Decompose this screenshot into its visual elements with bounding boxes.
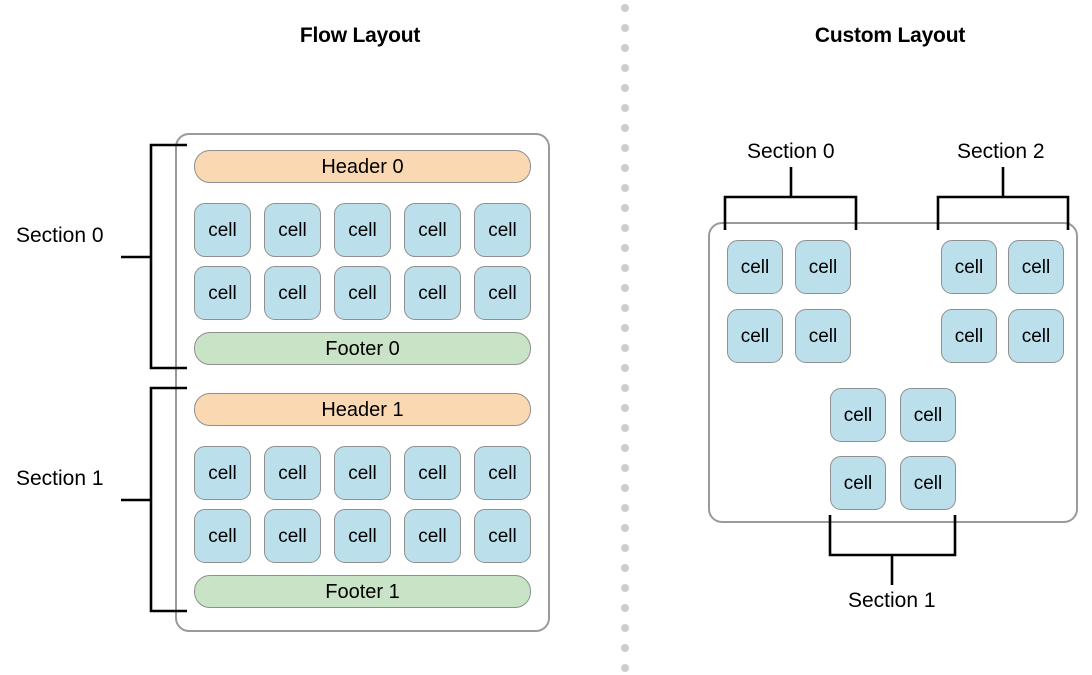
flow-s1-r0-c0: cell [194, 446, 251, 500]
flow-s0-r0-c4: cell [474, 203, 531, 257]
flow-s0-r0-c2: cell [334, 203, 391, 257]
divider-dot [621, 304, 629, 312]
divider-dot [621, 224, 629, 232]
divider-dot [621, 564, 629, 572]
divider-dot [621, 664, 629, 672]
custom-s0-r0-c0: cell [727, 240, 783, 294]
flow-s1-r1-c4: cell [474, 509, 531, 563]
divider-dot [621, 364, 629, 372]
custom-section-1-label: Section 1 [848, 589, 936, 612]
divider-dot [621, 444, 629, 452]
custom-layout-title: Custom Layout [814, 24, 966, 47]
divider-dot [621, 184, 629, 192]
custom-s0-r1-c1: cell [795, 309, 851, 363]
divider-dot [621, 24, 629, 32]
divider-dot [621, 4, 629, 12]
divider-dot [621, 44, 629, 52]
custom-s1-r1-c0: cell [830, 456, 886, 510]
custom-s2-r1-c1: cell [1008, 309, 1064, 363]
flow-s0-r0-c0: cell [194, 203, 251, 257]
divider-dot [621, 644, 629, 652]
custom-section-2-label: Section 2 [957, 140, 1045, 163]
divider-dot [621, 504, 629, 512]
flow-s1-r1-c3: cell [404, 509, 461, 563]
custom-s1-r1-c1: cell [900, 456, 956, 510]
flow-s0-r0-c1: cell [264, 203, 321, 257]
flow-s0-r0-c3: cell [404, 203, 461, 257]
flow-s1-r1-c1: cell [264, 509, 321, 563]
custom-s0-r1-c0: cell [727, 309, 783, 363]
flow-layout-title: Flow Layout [299, 24, 421, 47]
divider-dot [621, 244, 629, 252]
custom-s2-r0-c1: cell [1008, 240, 1064, 294]
custom-section-0-label: Section 0 [747, 140, 835, 163]
divider-dot [621, 404, 629, 412]
divider-dot [621, 64, 629, 72]
divider-dot [621, 464, 629, 472]
custom-s2-r1-c0: cell [941, 309, 997, 363]
custom-s0-r0-c1: cell [795, 240, 851, 294]
divider-dot [621, 284, 629, 292]
divider-dot [621, 544, 629, 552]
divider-dot [621, 584, 629, 592]
flow-section-1-footer: Footer 1 [194, 575, 531, 608]
divider-dot [621, 204, 629, 212]
custom-s1-r0-c0: cell [830, 388, 886, 442]
flow-s1-r0-c1: cell [264, 446, 321, 500]
flow-section-1-label: Section 1 [16, 467, 104, 490]
divider-dot [621, 104, 629, 112]
flow-section-1-header: Header 1 [194, 393, 531, 426]
divider-dot [621, 124, 629, 132]
flow-s0-r1-c0: cell [194, 266, 251, 320]
divider-dot [621, 424, 629, 432]
divider-dot [621, 84, 629, 92]
custom-s2-r0-c0: cell [941, 240, 997, 294]
flow-s0-r1-c4: cell [474, 266, 531, 320]
flow-s0-r1-c2: cell [334, 266, 391, 320]
divider-dot [621, 624, 629, 632]
divider-dot [621, 324, 629, 332]
vertical-dotted-divider [621, 4, 629, 672]
flow-s1-r0-c3: cell [404, 446, 461, 500]
flow-s1-r0-c2: cell [334, 446, 391, 500]
divider-dot [621, 344, 629, 352]
flow-section-0-label: Section 0 [16, 224, 104, 247]
divider-dot [621, 484, 629, 492]
custom-s1-r0-c1: cell [900, 388, 956, 442]
divider-dot [621, 604, 629, 612]
flow-section-0-header: Header 0 [194, 150, 531, 183]
flow-s1-r1-c2: cell [334, 509, 391, 563]
divider-dot [621, 524, 629, 532]
divider-dot [621, 144, 629, 152]
divider-dot [621, 164, 629, 172]
flow-s0-r1-c3: cell [404, 266, 461, 320]
flow-s1-r0-c4: cell [474, 446, 531, 500]
divider-dot [621, 264, 629, 272]
flow-section-0-footer: Footer 0 [194, 332, 531, 365]
flow-s1-r1-c0: cell [194, 509, 251, 563]
divider-dot [621, 384, 629, 392]
flow-s0-r1-c1: cell [264, 266, 321, 320]
